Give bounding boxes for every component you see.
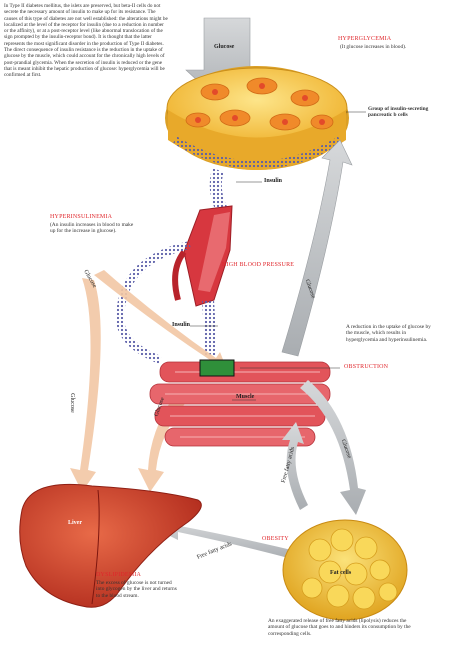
dyslipidemia-text: The excess of glucose is not turned into…	[96, 580, 180, 599]
fat-release-text: An exaggerated release of free fatty aci…	[268, 618, 418, 637]
label-insulin-top: Insulin	[264, 178, 282, 184]
pancreas-islet	[165, 66, 349, 170]
dyslipidemia-title: DYSLIPIDEMIA	[96, 572, 141, 578]
glucose-arrow-liver-1	[70, 278, 101, 492]
obesity-label: OBESITY	[262, 536, 289, 542]
label-glucose-liver-1: Glucose	[69, 393, 75, 413]
muscle-label: Muscle	[236, 394, 254, 400]
high-blood-pressure: HIGH BLOOD PRESSURE	[222, 262, 294, 268]
fat-cells-label: Fat cells	[330, 570, 351, 576]
reduction-text: A reduction in the uptake of glucose by …	[346, 324, 438, 343]
feedback-arrow	[282, 140, 352, 356]
obstruction-label: OBSTRUCTION	[344, 364, 388, 370]
hyperglycemia-title: HYPERGLYCEMIA	[338, 36, 391, 42]
insulin-stream-mid	[208, 300, 210, 355]
liver-label: Liver	[68, 520, 82, 526]
insulin-stream-top	[216, 170, 222, 210]
blood-vessel	[175, 206, 232, 306]
hyperinsulinemia-text: (An insulin increases in blood to make u…	[50, 222, 136, 235]
label-insulin-mid: Insulin	[172, 322, 190, 328]
pancreas-label: Group of insulin-secreting pancreatic b …	[368, 106, 438, 119]
hyperglycemia-text: (It glucose increases in blood).	[340, 44, 420, 50]
label-glucose-top: Glucose	[214, 44, 234, 50]
hyperinsulinemia-title: HYPERINSULINEMIA	[50, 214, 112, 220]
muscle-bundle	[150, 360, 330, 446]
